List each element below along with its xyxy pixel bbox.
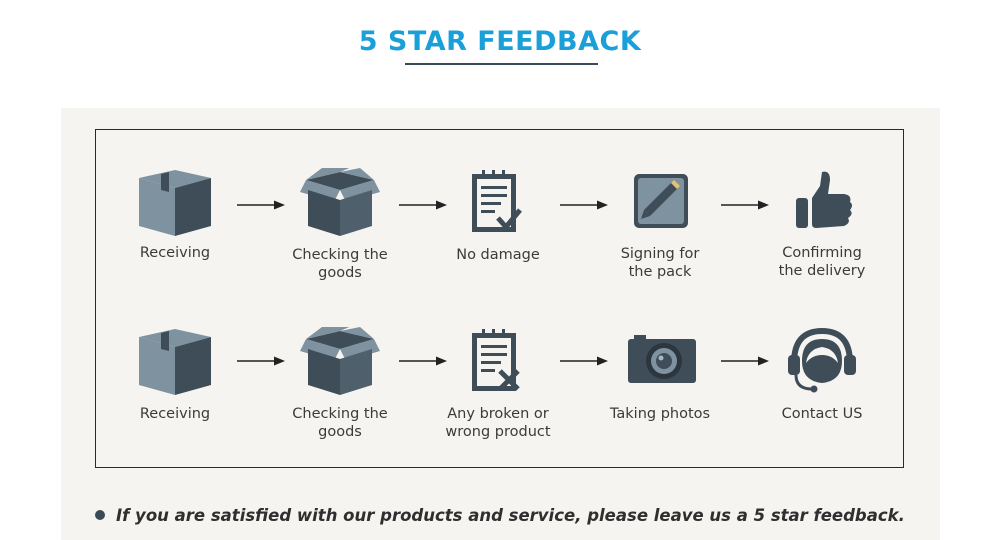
arrow-right-icon	[721, 200, 769, 210]
open-box-icon	[260, 168, 420, 238]
step-label: Receiving	[139, 406, 211, 422]
step-label: Checking the goods	[292, 247, 388, 281]
step-label: No damage	[456, 247, 540, 263]
headset-support-icon	[742, 327, 902, 397]
step-label: Signing for the pack	[620, 246, 700, 280]
arrow-right-icon	[560, 200, 608, 210]
arrow-right-icon	[237, 356, 285, 366]
process-frame	[95, 129, 904, 468]
checklist-rejected-icon	[418, 327, 578, 397]
arrow-right-icon	[237, 200, 285, 210]
title-underline	[405, 63, 598, 65]
step-label: Confirming the delivery	[778, 245, 866, 279]
arrow-right-icon	[721, 356, 769, 366]
feedback-note-text: If you are satisfied with our products a…	[116, 505, 905, 525]
arrow-right-icon	[399, 200, 447, 210]
step-label: Contact US	[781, 406, 863, 422]
step-label: Checking the goods	[292, 406, 388, 440]
closed-box-icon	[95, 327, 255, 397]
bullet-dot	[95, 510, 105, 520]
closed-box-icon	[95, 168, 255, 238]
step-label: Any broken or wrong product	[445, 406, 551, 440]
checklist-approved-icon	[418, 168, 578, 238]
thumbs-up-icon	[742, 168, 902, 238]
sign-pencil-icon	[580, 168, 740, 238]
page-title: 5 STAR FEEDBACK	[358, 26, 642, 57]
camera-icon	[580, 327, 740, 397]
step-label: Receiving	[139, 245, 211, 261]
feedback-note: If you are satisfied with our products a…	[95, 503, 905, 527]
arrow-right-icon	[399, 356, 447, 366]
step-label: Taking photos	[609, 406, 711, 422]
arrow-right-icon	[560, 356, 608, 366]
open-box-icon	[260, 327, 420, 397]
